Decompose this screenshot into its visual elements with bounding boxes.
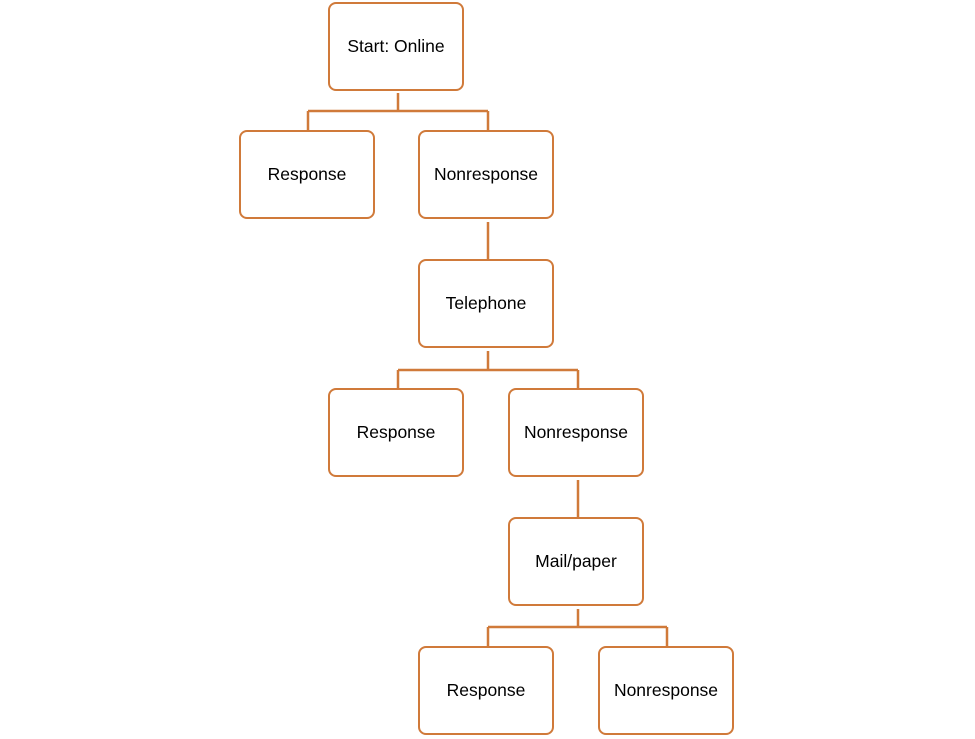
node-mail-paper: Mail/paper xyxy=(508,517,644,606)
node-label: Nonresponse xyxy=(523,422,629,442)
node-label: Response xyxy=(356,422,436,442)
node-label: Response xyxy=(267,164,347,184)
node-label: Telephone xyxy=(445,293,527,313)
connector-telephone-to-branches xyxy=(396,351,580,388)
node-label: Nonresponse xyxy=(433,164,539,184)
connector-start-to-branches xyxy=(306,93,490,130)
node-start-online: Start: Online xyxy=(328,2,464,91)
node-telephone: Telephone xyxy=(418,259,554,348)
node-online-nonresponse: Nonresponse xyxy=(418,130,554,219)
node-label: Start: Online xyxy=(347,36,445,56)
node-label: Nonresponse xyxy=(613,680,719,700)
connector-mail-to-branches xyxy=(486,609,669,646)
node-label: Mail/paper xyxy=(535,551,617,571)
node-telephone-nonresponse: Nonresponse xyxy=(508,388,644,477)
node-mail-nonresponse: Nonresponse xyxy=(598,646,734,735)
node-telephone-response: Response xyxy=(328,388,464,477)
node-mail-response: Response xyxy=(418,646,554,735)
node-online-response: Response xyxy=(239,130,375,219)
node-label: Response xyxy=(446,680,526,700)
